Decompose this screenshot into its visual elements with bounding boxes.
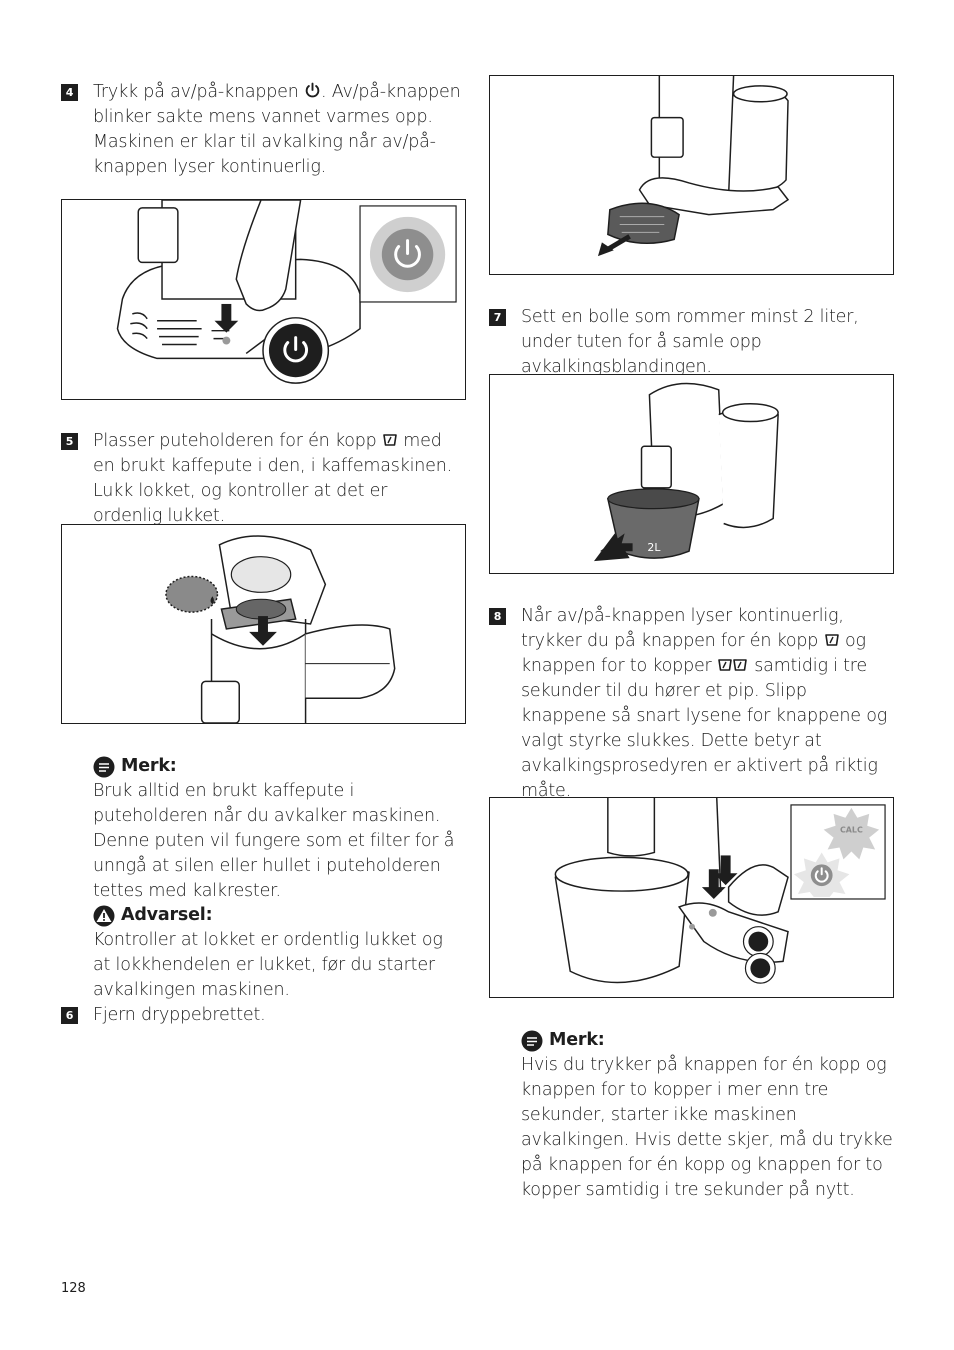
figure-bowl: 2L <box>489 374 894 574</box>
figure-pod-holder <box>61 524 466 724</box>
step-number: 4 <box>61 84 78 101</box>
decalc-buttons-illustration: CALC <box>554 798 886 984</box>
figure-drip-tray <box>489 75 894 275</box>
note-icon <box>521 1030 543 1051</box>
step-text: Sett en bolle som rommer minst 2 liter, … <box>521 307 859 377</box>
one-cup-icon <box>383 434 397 446</box>
drip-tray-illustration <box>597 76 790 257</box>
bowl-capacity-label: 2L <box>647 541 660 554</box>
figure-decalc-buttons: CALC <box>489 797 894 998</box>
step-number: 5 <box>61 433 78 450</box>
step-7: 7 Sett en bolle som rommer minst 2 liter… <box>489 305 894 380</box>
step-number: 8 <box>489 608 506 625</box>
warning-icon <box>93 905 115 926</box>
step-number: 6 <box>61 1007 78 1024</box>
step-text: Plasser puteholderen for én kopp med en … <box>93 431 452 526</box>
step-5: 5 Plasser puteholderen for én kopp med e… <box>61 429 461 529</box>
warning-body: Kontroller at lokket er ordentlig lukket… <box>93 930 443 1000</box>
note-merk-1: Merk: Bruk alltid en brukt kaffepute i p… <box>93 754 463 904</box>
pod-holder-illustration <box>165 535 396 723</box>
note-body: Hvis du trykker på knappen for én kopp o… <box>521 1055 893 1200</box>
page-number: 128 <box>61 1281 86 1296</box>
step-number: 7 <box>489 309 506 326</box>
figure-power-button <box>61 199 466 400</box>
note-advarsel: Advarsel: Kontroller at lokket er ordent… <box>93 903 463 1003</box>
two-cups-icon <box>718 659 747 671</box>
one-cup-icon <box>824 634 839 646</box>
step-4: 4 Trykk på av/på-knappen . Av/på-knappen… <box>61 80 461 180</box>
step-6: 6 Fjern dryppebrettet. <box>61 1003 461 1028</box>
note-heading: Merk: <box>93 754 463 779</box>
step-8: 8 Når av/på-knappen lyser kontinuerlig, … <box>489 604 894 804</box>
bowl-illustration: 2L <box>593 382 779 562</box>
note-icon <box>93 756 115 777</box>
note-heading: Merk: <box>521 1028 896 1053</box>
note-merk-2: Merk: Hvis du trykker på knappen for én … <box>521 1028 896 1203</box>
step-text: Når av/på-knappen lyser kontinuerlig, tr… <box>521 606 888 801</box>
step-text: Fjern dryppebrettet. <box>93 1005 266 1025</box>
calc-label: CALC <box>840 826 863 835</box>
warning-heading: Advarsel: <box>93 903 463 928</box>
power-icon <box>305 82 320 98</box>
note-body: Bruk alltid en brukt kaffepute i putehol… <box>93 781 455 901</box>
machine-power-illustration <box>116 200 457 384</box>
step-text: Trykk på av/på-knappen . Av/på-knappen b… <box>93 82 461 177</box>
